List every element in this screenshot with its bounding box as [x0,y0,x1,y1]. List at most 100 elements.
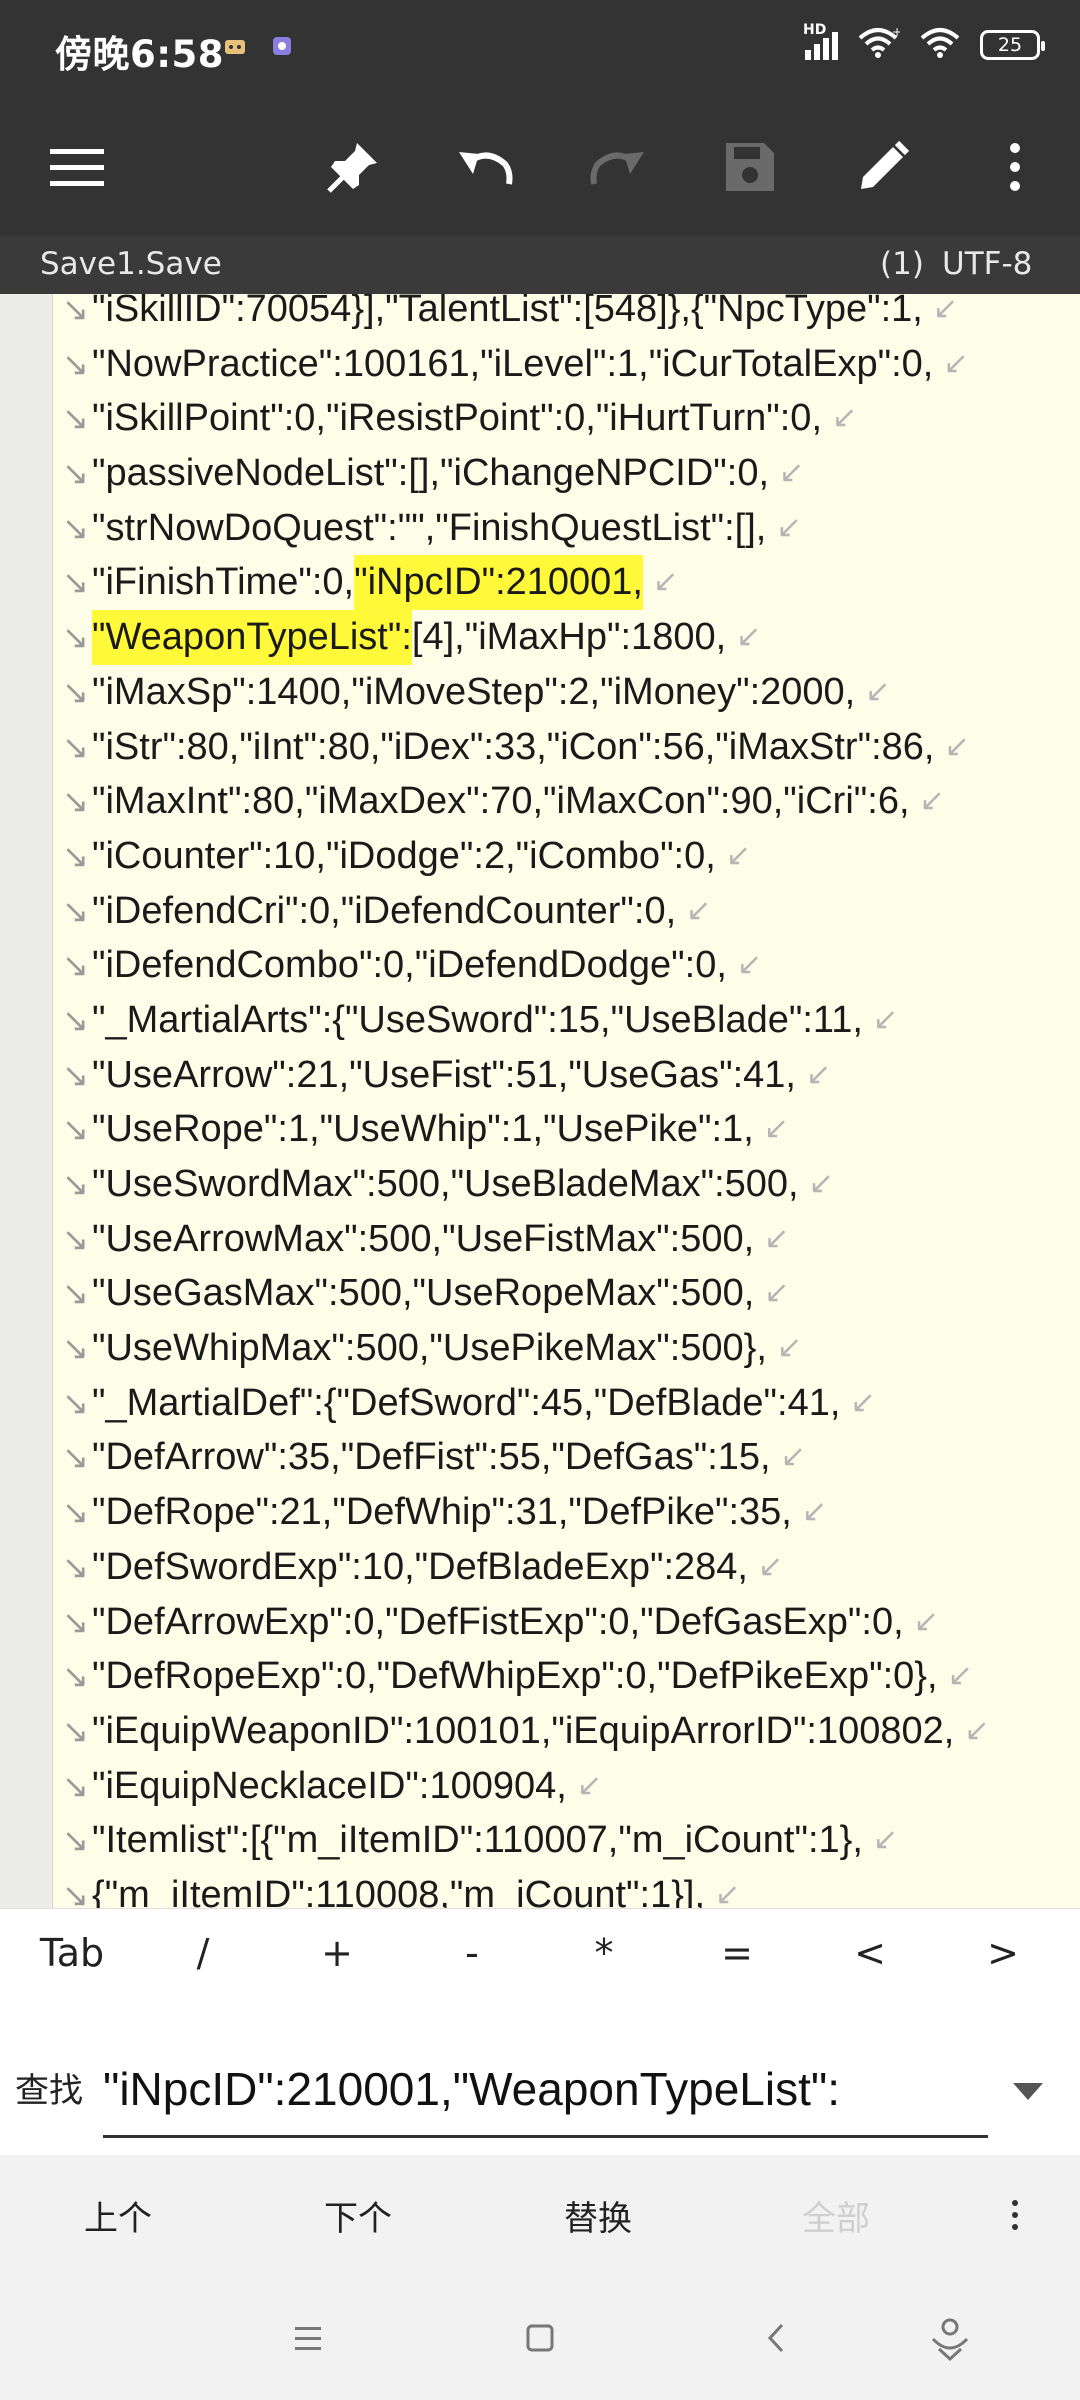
text-editor[interactable]: ↘"iSkillID":70054}],"TalentList":[548]},… [0,294,1080,1908]
editor-line[interactable]: ↘"iMaxSp":1400,"iMoveStep":2,"iMoney":20… [62,665,1080,720]
home-icon[interactable] [515,2313,565,2363]
app-notification-icon [222,34,248,64]
line-end-icon: ↙ [763,1112,789,1146]
editor-line[interactable]: ↘"DefSwordExp":10,"DefBladeExp":284,↙ [62,1540,1080,1595]
redo-icon[interactable] [583,132,653,202]
wrap-indicator-icon: ↘ [62,1220,89,1257]
editor-line-text: "_MartialArts":{"UseSword":15,"UseBlade"… [92,998,863,1041]
editor-line[interactable]: ↘"Itemlist":[{"m_iItemID":110007,"m_iCou… [62,1813,1080,1868]
editor-line[interactable]: ↘"strNowDoQuest":"","FinishQuestList":[]… [62,501,1080,556]
editor-line[interactable]: ↘"iSkillID":70054}],"TalentList":[548]},… [62,294,1080,337]
symbol-key-asterisk[interactable]: * [594,1931,614,1975]
wrap-indicator-icon: ↘ [62,1494,89,1531]
editor-line-text: "iDefendCri":0,"iDefendCounter":0, [92,889,677,932]
editor-line[interactable]: ↘"NowPractice":100161,"iLevel":1,"iCurTo… [62,337,1080,392]
line-end-icon: ↙ [779,456,805,490]
line-end-icon: ↙ [832,401,858,435]
wrap-indicator-icon: ↘ [62,1603,89,1640]
editor-line-text: "UseSwordMax":500,"UseBladeMax":500, [92,1163,799,1205]
editor-line[interactable]: ↘"WeaponTypeList":[4],"iMaxHp":1800,↙ [62,610,1080,665]
previous-match-button[interactable]: 上个 [84,2199,152,2239]
assistant-icon[interactable] [925,2313,975,2363]
symbol-key-plus[interactable]: + [321,1931,353,1975]
editor-line[interactable]: ↘"DefRope":21,"DefWhip":31,"DefPike":35,… [62,1485,1080,1540]
file-encoding[interactable]: UTF-8 [942,246,1033,282]
editor-line-text: "UseGasMax":500,"UseRopeMax":500, [92,1272,755,1315]
symbol-key-less-than[interactable]: < [854,1931,886,1975]
battery-level: 25 [997,34,1023,56]
editor-line[interactable]: ↘"UseSwordMax":500,"UseBladeMax":500,↙ [62,1157,1080,1212]
editor-line[interactable]: ↘"iDefendCombo":0,"iDefendDodge":0,↙ [62,938,1080,993]
editor-line[interactable]: ↘"DefRopeExp":0,"DefWhipExp":0,"DefPikeE… [62,1649,1080,1704]
line-end-icon: ↙ [872,1002,899,1036]
editor-line[interactable]: ↘"DefArrow":35,"DefFist":55,"DefGas":15,… [62,1430,1080,1485]
symbol-key-minus[interactable]: - [465,1931,479,1975]
editor-line[interactable]: ↘"UseGasMax":500,"UseRopeMax":500,↙ [62,1266,1080,1321]
editor-line[interactable]: ↘"iSkillPoint":0,"iResistPoint":0,"iHurt… [62,391,1080,446]
editor-line[interactable]: ↘"iEquipWeaponID":100101,"iEquipArrorID"… [62,1704,1080,1759]
pin-icon[interactable] [318,132,388,202]
editor-line[interactable]: ↘"UseArrow":21,"UseFist":51,"UseGas":41,… [62,1048,1080,1103]
line-end-icon: ↙ [801,1495,827,1529]
symbol-key-tab[interactable]: Tab [39,1931,105,1975]
line-end-icon: ↙ [932,294,958,325]
line-end-icon: ↙ [776,510,802,544]
back-icon[interactable] [752,2313,802,2363]
file-info-bar: Save1.Save (1) UTF-8 [0,236,1080,294]
wrap-indicator-icon: ↘ [62,892,89,929]
editor-line[interactable]: ↘{"m_iItemID":110008,"m_iCount":1}],↙ [62,1868,1080,1908]
wifi-icon-2 [918,26,962,64]
line-end-icon: ↙ [944,729,970,763]
wrap-indicator-icon: ↘ [62,455,89,492]
editor-line[interactable]: ↘"iCounter":10,"iDodge":2,"iCombo":0,↙ [62,829,1080,884]
symbol-key-slash[interactable]: / [196,1931,210,1975]
battery-icon: 25 [980,30,1045,60]
editor-line-text: "DefSwordExp":10,"DefBladeExp":284, [92,1545,748,1588]
line-end-icon: ↙ [686,893,712,927]
editor-line-text: "iEquipNecklaceID":100904, [92,1764,567,1807]
editor-line[interactable]: ↘"iFinishTime":0,"iNpcID":210001,↙ [62,555,1080,611]
editor-line-text: "iMaxSp":1400,"iMoveStep":2,"iMoney":200… [92,670,856,713]
replace-all-button[interactable]: 全部 [802,2199,870,2239]
recent-apps-icon[interactable] [283,2313,333,2363]
editor-line[interactable]: ↘"UseWhipMax":500,"UsePikeMax":500},↙ [62,1321,1080,1376]
signal-icon: HD [803,22,838,60]
editor-line[interactable]: ↘"DefArrowExp":0,"DefFistExp":0,"DefGasE… [62,1595,1080,1650]
next-match-button[interactable]: 下个 [324,2199,392,2239]
more-vert-icon[interactable] [980,132,1050,202]
editor-line[interactable]: ↘"passiveNodeList":[],"iChangeNPCID":0, ↙ [62,446,1080,501]
editor-line[interactable]: ↘"iDefendCri":0,"iDefendCounter":0, ↙ [62,884,1080,939]
actions-more-icon[interactable] [1005,2195,1025,2235]
wrap-indicator-icon: ↘ [62,345,89,382]
editor-line[interactable]: ↘"iMaxInt":80,"iMaxDex":70,"iMaxCon":90,… [62,774,1080,829]
symbol-key-equals[interactable]: = [721,1931,753,1975]
save-icon[interactable] [715,132,785,202]
editor-line[interactable]: ↘"UseArrowMax":500,"UseFistMax":500,↙ [62,1212,1080,1267]
line-end-icon: ↙ [947,1659,973,1693]
line-end-icon: ↙ [943,346,969,380]
wrap-indicator-icon: ↘ [62,1384,89,1421]
symbol-bar: Tab / + - * = < > [0,1908,1080,2014]
line-end-icon: ↙ [808,1167,834,1200]
edit-icon[interactable] [848,132,918,202]
symbol-key-greater-than[interactable]: > [987,1931,1019,1975]
editor-line-text: "UseArrowMax":500,"UseFistMax":500, [92,1217,755,1260]
replace-button[interactable]: 替换 [564,2199,632,2239]
editor-line[interactable]: ↘"UseRope":1,"UseWhip":1,"UsePike":1,↙ [62,1102,1080,1157]
editor-line-text: "iCounter":10,"iDodge":2,"iCombo":0, [92,834,716,877]
editor-line-text: "passiveNodeList":[],"iChangeNPCID":0, [92,452,770,495]
editor-line-text: "DefArrow":35,"DefFist":55,"DefGas":15, [92,1436,771,1479]
editor-line[interactable]: ↘"iEquipNecklaceID":100904,↙ [62,1759,1080,1814]
wrap-indicator-icon: ↘ [62,294,89,327]
editor-line-text: "strNowDoQuest":"","FinishQuestList":[], [92,506,767,549]
search-input[interactable] [103,2043,988,2138]
editor-line[interactable]: ↘"_MartialArts":{"UseSword":15,"UseBlade… [62,993,1080,1048]
network-type-label: HD [803,22,827,38]
editor-line-text: "iEquipWeaponID":100101,"iEquipArrorID":… [92,1709,955,1752]
undo-icon[interactable] [450,132,520,202]
search-history-dropdown-icon[interactable] [1013,2083,1043,2100]
editor-line[interactable]: ↘"_MartialDef":{"DefSword":45,"DefBlade"… [62,1376,1080,1431]
menu-icon[interactable] [42,132,112,202]
editor-line[interactable]: ↘"iStr":80,"iInt":80,"iDex":33,"iCon":56… [62,720,1080,775]
editor-line-text: "DefRopeExp":0,"DefWhipExp":0,"DefPikeEx… [92,1655,938,1698]
